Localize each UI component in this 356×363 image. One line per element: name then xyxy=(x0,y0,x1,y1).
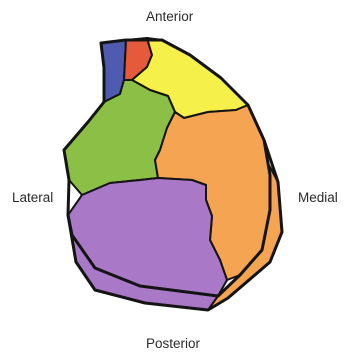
label-anterior: Anterior xyxy=(146,10,193,24)
label-lateral: Lateral xyxy=(12,191,53,205)
label-posterior: Posterior xyxy=(146,337,200,351)
label-medial: Medial xyxy=(298,191,338,205)
